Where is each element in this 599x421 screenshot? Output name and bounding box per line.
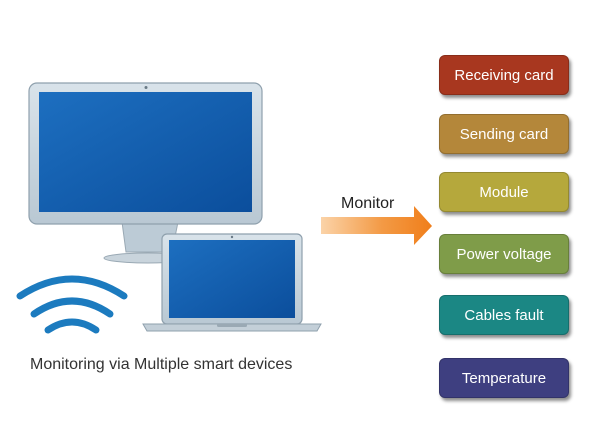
caption-text: Monitoring via Multiple smart devices xyxy=(30,356,293,373)
status-label: Receiving card xyxy=(454,66,554,84)
status-label: Temperature xyxy=(461,369,547,387)
status-power-voltage[interactable]: Power voltage xyxy=(439,234,569,274)
status-module[interactable]: Module xyxy=(439,172,569,212)
status-receiving-card[interactable]: Receiving card xyxy=(439,55,569,95)
status-label: Sending card xyxy=(459,125,549,143)
laptop-icon xyxy=(142,233,322,332)
status-temperature[interactable]: Temperature xyxy=(439,358,569,398)
monitor-arrow xyxy=(321,206,432,245)
status-cables-fault[interactable]: Cables fault xyxy=(439,295,569,335)
status-label: Power voltage xyxy=(456,245,552,263)
status-label: Module xyxy=(479,183,529,201)
status-label: Cables fault xyxy=(464,306,544,324)
status-list: Receiving card Sending card Module Power… xyxy=(439,0,569,421)
wifi-signal-icon xyxy=(16,275,128,334)
monitor-arrow-label: Monitor xyxy=(341,195,395,212)
desktop-monitor-icon xyxy=(28,82,263,264)
status-sending-card[interactable]: Sending card xyxy=(439,114,569,154)
